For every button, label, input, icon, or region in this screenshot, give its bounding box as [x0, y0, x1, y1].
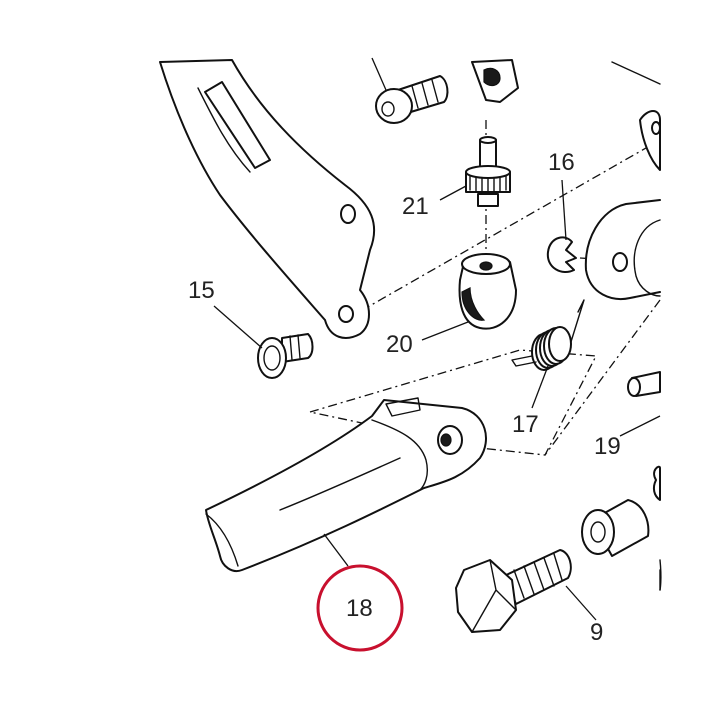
axis-right-diagonal — [544, 299, 661, 456]
mounting-bracket — [159, 59, 376, 339]
shaft-fragment-top — [471, 59, 519, 103]
callout-17: 17 — [512, 411, 539, 438]
part-17-torsion-spring — [511, 299, 585, 371]
part-19-pin — [627, 371, 661, 397]
bushing-sleeve — [581, 465, 662, 591]
leader-20 — [421, 321, 469, 341]
bracket-slot — [204, 81, 271, 169]
part-16-e-clip — [546, 236, 577, 273]
highlight-ring-part-18 — [316, 564, 404, 652]
bracket-hole-upper — [340, 204, 356, 224]
callout-20: 20 — [386, 331, 413, 358]
leader-21 — [439, 185, 467, 201]
callout-15: 15 — [188, 277, 215, 304]
bracket-hole-lower — [338, 305, 354, 323]
callout-19: 19 — [594, 433, 621, 460]
callout-21: 21 — [402, 193, 429, 220]
leader-top-bolt — [371, 57, 387, 91]
callout-9: 9 — [590, 619, 603, 646]
leader-16 — [561, 179, 567, 241]
callout-16: 16 — [548, 149, 575, 176]
leader-15 — [213, 305, 263, 349]
leader-17 — [531, 365, 549, 409]
housing-right — [584, 61, 661, 300]
part-15-flange-bolt — [257, 333, 314, 379]
part-21-gear-shaft — [465, 136, 511, 207]
leader-18 — [323, 533, 349, 567]
leader-9 — [565, 585, 597, 621]
callout-18: 18 — [346, 595, 373, 622]
axis-bracket-to-housing — [344, 139, 661, 321]
part-18-lever-arm — [205, 397, 487, 572]
callout-labels: 15 16 17 18 19 20 21 9 — [188, 149, 621, 646]
socket-bolt-top — [375, 75, 449, 124]
part-20-collar — [458, 253, 517, 330]
leader-19 — [619, 415, 661, 437]
part-9-hex-bolt — [455, 549, 572, 633]
leader-lines — [213, 57, 661, 621]
